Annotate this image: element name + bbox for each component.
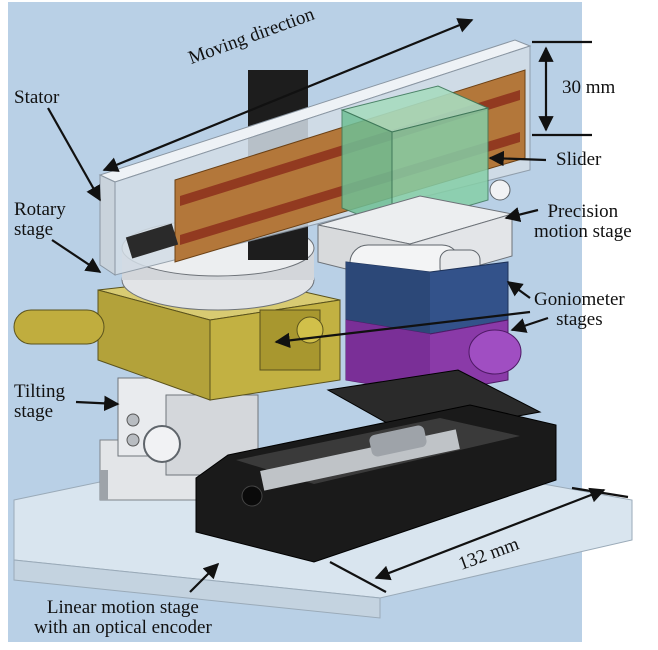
- linear-stage: [195, 369, 557, 563]
- goniometer-pointer-1: [506, 281, 531, 299]
- goniometer-blue: [345, 261, 509, 335]
- label-linear-motion-stage: Linear motion stage with an optical enco…: [34, 597, 212, 638]
- goniometer-pointer-2: [274, 310, 531, 349]
- dim-132-arrow: [374, 487, 606, 581]
- annotation-arrows: [47, 18, 629, 593]
- moving-direction-arrow: [102, 18, 474, 172]
- goniometer-pointer-3: [510, 316, 549, 333]
- label-tilting-stage: Tilting stage: [14, 381, 66, 422]
- label-30mm: 30 mm: [562, 77, 616, 98]
- tilting-stage: [117, 377, 259, 476]
- linear-pointer: [189, 562, 220, 593]
- slider-pointer: [488, 150, 547, 167]
- precision-pointer: [504, 207, 539, 223]
- label-stator: Stator: [14, 87, 60, 108]
- rotary-pointer: [51, 239, 102, 273]
- label-precision-motion-stage: Precision motion stage: [534, 201, 632, 242]
- label-goniometer-stages: Goniometer stages: [534, 289, 625, 330]
- tilting-pointer: [75, 395, 120, 412]
- goniometer-purple: [345, 319, 522, 395]
- label-slider: Slider: [556, 149, 602, 170]
- stator-pointer: [47, 107, 101, 202]
- label-rotary-stage: Rotary stage: [14, 199, 66, 240]
